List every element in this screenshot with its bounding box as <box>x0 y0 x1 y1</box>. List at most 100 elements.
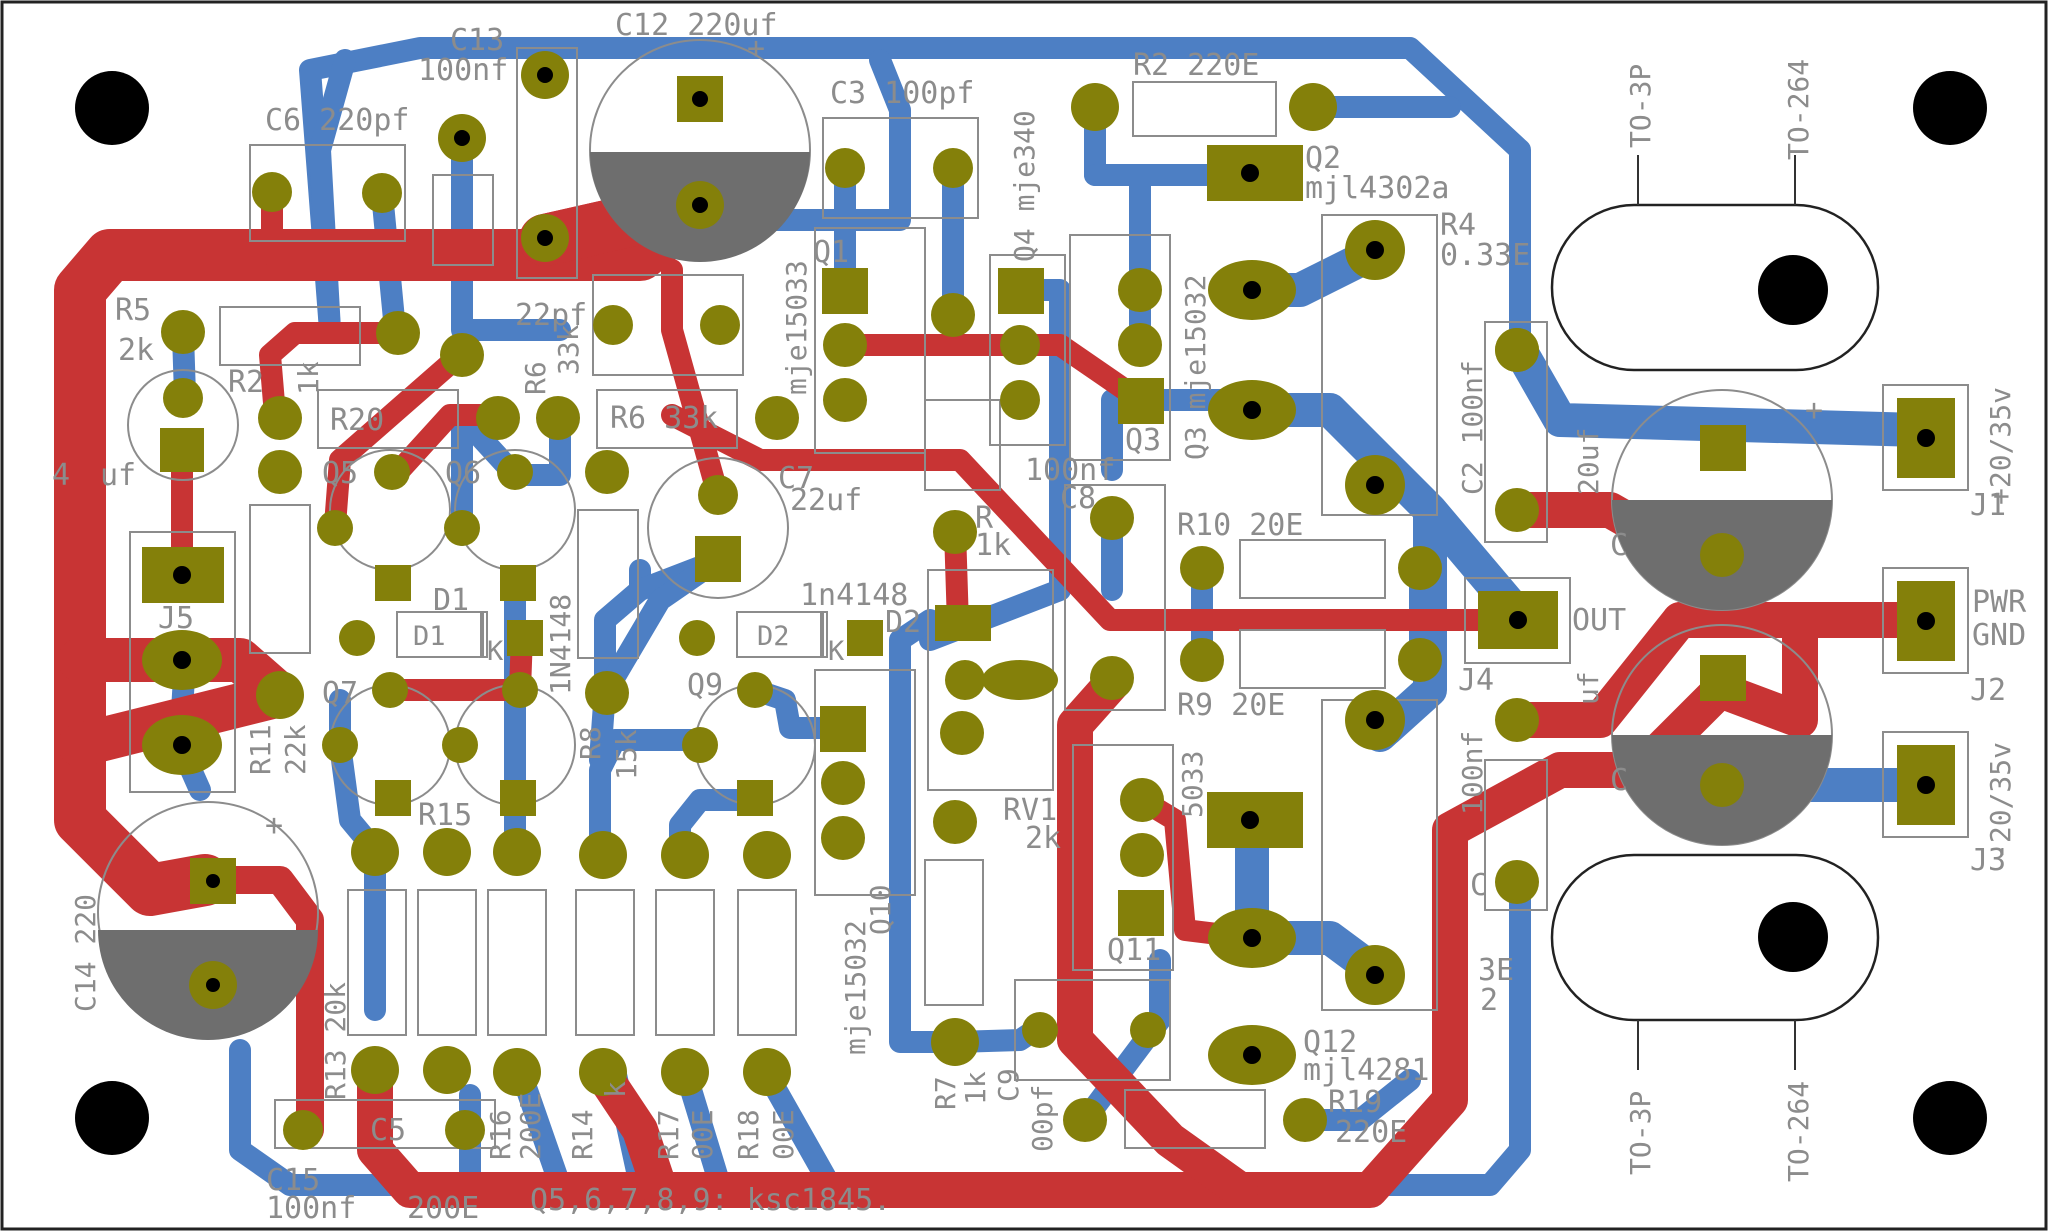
label-pwr: PWR <box>1972 585 2027 620</box>
label-q4: Q4 mje340 <box>1008 110 1041 262</box>
label-r8v: 15k <box>610 729 643 780</box>
label-pf22: 22pf <box>515 298 587 333</box>
pad-q4-1 <box>998 268 1044 314</box>
c7-outline <box>647 457 789 599</box>
pad-q10-1 <box>820 706 866 752</box>
label-c5: C5 <box>370 1113 406 1148</box>
label-r6v: 33k <box>552 324 585 375</box>
c6-body <box>249 144 406 242</box>
pad-q11-1 <box>1118 890 1164 936</box>
drill-holes <box>173 67 1935 1064</box>
pad <box>679 620 715 656</box>
pad <box>1700 763 1744 807</box>
r17-body <box>655 889 715 1036</box>
label-r6: R6 <box>519 361 552 395</box>
r13-body <box>417 889 477 1036</box>
front-copper-layer <box>54 179 1943 1208</box>
r14-body <box>575 889 635 1036</box>
label-r7v: 1k <box>959 1071 992 1105</box>
label-q2: Q2 <box>1305 141 1341 176</box>
pad <box>982 660 1058 700</box>
pad <box>593 305 633 345</box>
pad-q7-sq <box>375 780 411 816</box>
label-cut-uf: uf <box>1572 671 1605 705</box>
trace-bottom-bus <box>357 672 1738 1208</box>
r19-body <box>1124 1089 1266 1149</box>
mount-hole-br <box>1913 1081 1987 1155</box>
c11-box <box>1484 759 1548 911</box>
c13-body <box>432 174 494 266</box>
j2-box <box>1882 567 1969 674</box>
pad <box>1071 83 1119 131</box>
c8-box <box>1064 484 1166 711</box>
label-rv1v: 2k <box>1025 821 1061 856</box>
pad <box>1289 83 1337 131</box>
trace-c13 <box>451 129 571 341</box>
pad <box>445 1110 485 1150</box>
label-n4148a: 1N4148 <box>544 594 577 695</box>
label-q12v: mjl4281 <box>1303 1053 1429 1088</box>
label-mje15033b: 5033 <box>1176 751 1209 818</box>
c9-body <box>1014 979 1171 1081</box>
pad-d1-k <box>507 620 543 656</box>
trace-gnd-loop <box>54 179 726 916</box>
pad <box>372 672 408 708</box>
r15-body <box>347 889 407 1036</box>
label-r19: R19 <box>1328 1085 1382 1120</box>
label-q1: Q1 <box>813 235 849 270</box>
label-cut-c: C <box>1610 528 1628 563</box>
trace-q1-q3 <box>834 334 1151 411</box>
mount-hole-tl <box>75 71 149 145</box>
trace-c14 <box>201 866 324 1144</box>
label-nf100: 100nf <box>1025 453 1115 488</box>
c2-box <box>1484 321 1548 543</box>
pad <box>476 396 520 440</box>
pad <box>1090 656 1134 700</box>
label-j5: J5 <box>158 601 194 636</box>
pad <box>1063 1098 1107 1142</box>
label-rv1: RV1 <box>1003 793 1057 828</box>
label-q9: Q9 <box>687 668 723 703</box>
label-e200: 200E <box>407 1191 479 1226</box>
pad <box>931 1018 979 1066</box>
pad <box>1000 380 1040 420</box>
label-c4: 4 <box>52 458 70 493</box>
label-c12: C12 220uf <box>615 8 778 43</box>
pad <box>1120 833 1164 877</box>
pad-r5 <box>160 428 204 472</box>
pad <box>536 396 580 440</box>
label-r11v: 22k <box>279 724 312 775</box>
label-note: Q5,6,7,8,9: ksc1845. <box>530 1183 891 1218</box>
label-r11: R11 <box>244 724 277 775</box>
d2-body <box>736 611 828 658</box>
label-q2v: mjl4302a <box>1305 171 1450 206</box>
q11-box <box>1072 744 1174 971</box>
pad <box>1118 268 1162 312</box>
pad <box>440 333 484 377</box>
label-c6: C6 220pf <box>265 103 410 138</box>
r10-body <box>1239 539 1386 599</box>
label-c12-plus: + <box>747 31 765 66</box>
label-c13v: 100nf <box>418 53 508 88</box>
q10-box <box>814 669 916 896</box>
label-c9: C9 <box>992 1068 1025 1102</box>
label-q7: Q7 <box>322 676 358 711</box>
label-r7: R7 <box>929 1076 962 1110</box>
label-r5: R5 <box>115 293 151 328</box>
c15-body <box>274 1099 496 1149</box>
mounting-holes <box>75 71 1987 1155</box>
pad <box>579 831 627 879</box>
label-j1-voltage: +20/35v <box>1984 387 2017 505</box>
label-c2: C2 100nf <box>1456 360 1489 495</box>
silk-text: C13 100nf C12 220uf + C6 220pf C3 100pf … <box>52 8 2027 1226</box>
r9-body <box>1239 629 1386 689</box>
label-r10: R10 20E <box>1177 508 1303 543</box>
trace-pwr-low <box>1499 602 1698 738</box>
pad <box>755 396 799 440</box>
mount-hole-tr <box>1913 71 1987 145</box>
pad <box>737 672 773 708</box>
pad <box>1495 860 1539 904</box>
label-c7v: 22uf <box>790 483 862 518</box>
label-r16: R16 <box>484 1109 517 1160</box>
